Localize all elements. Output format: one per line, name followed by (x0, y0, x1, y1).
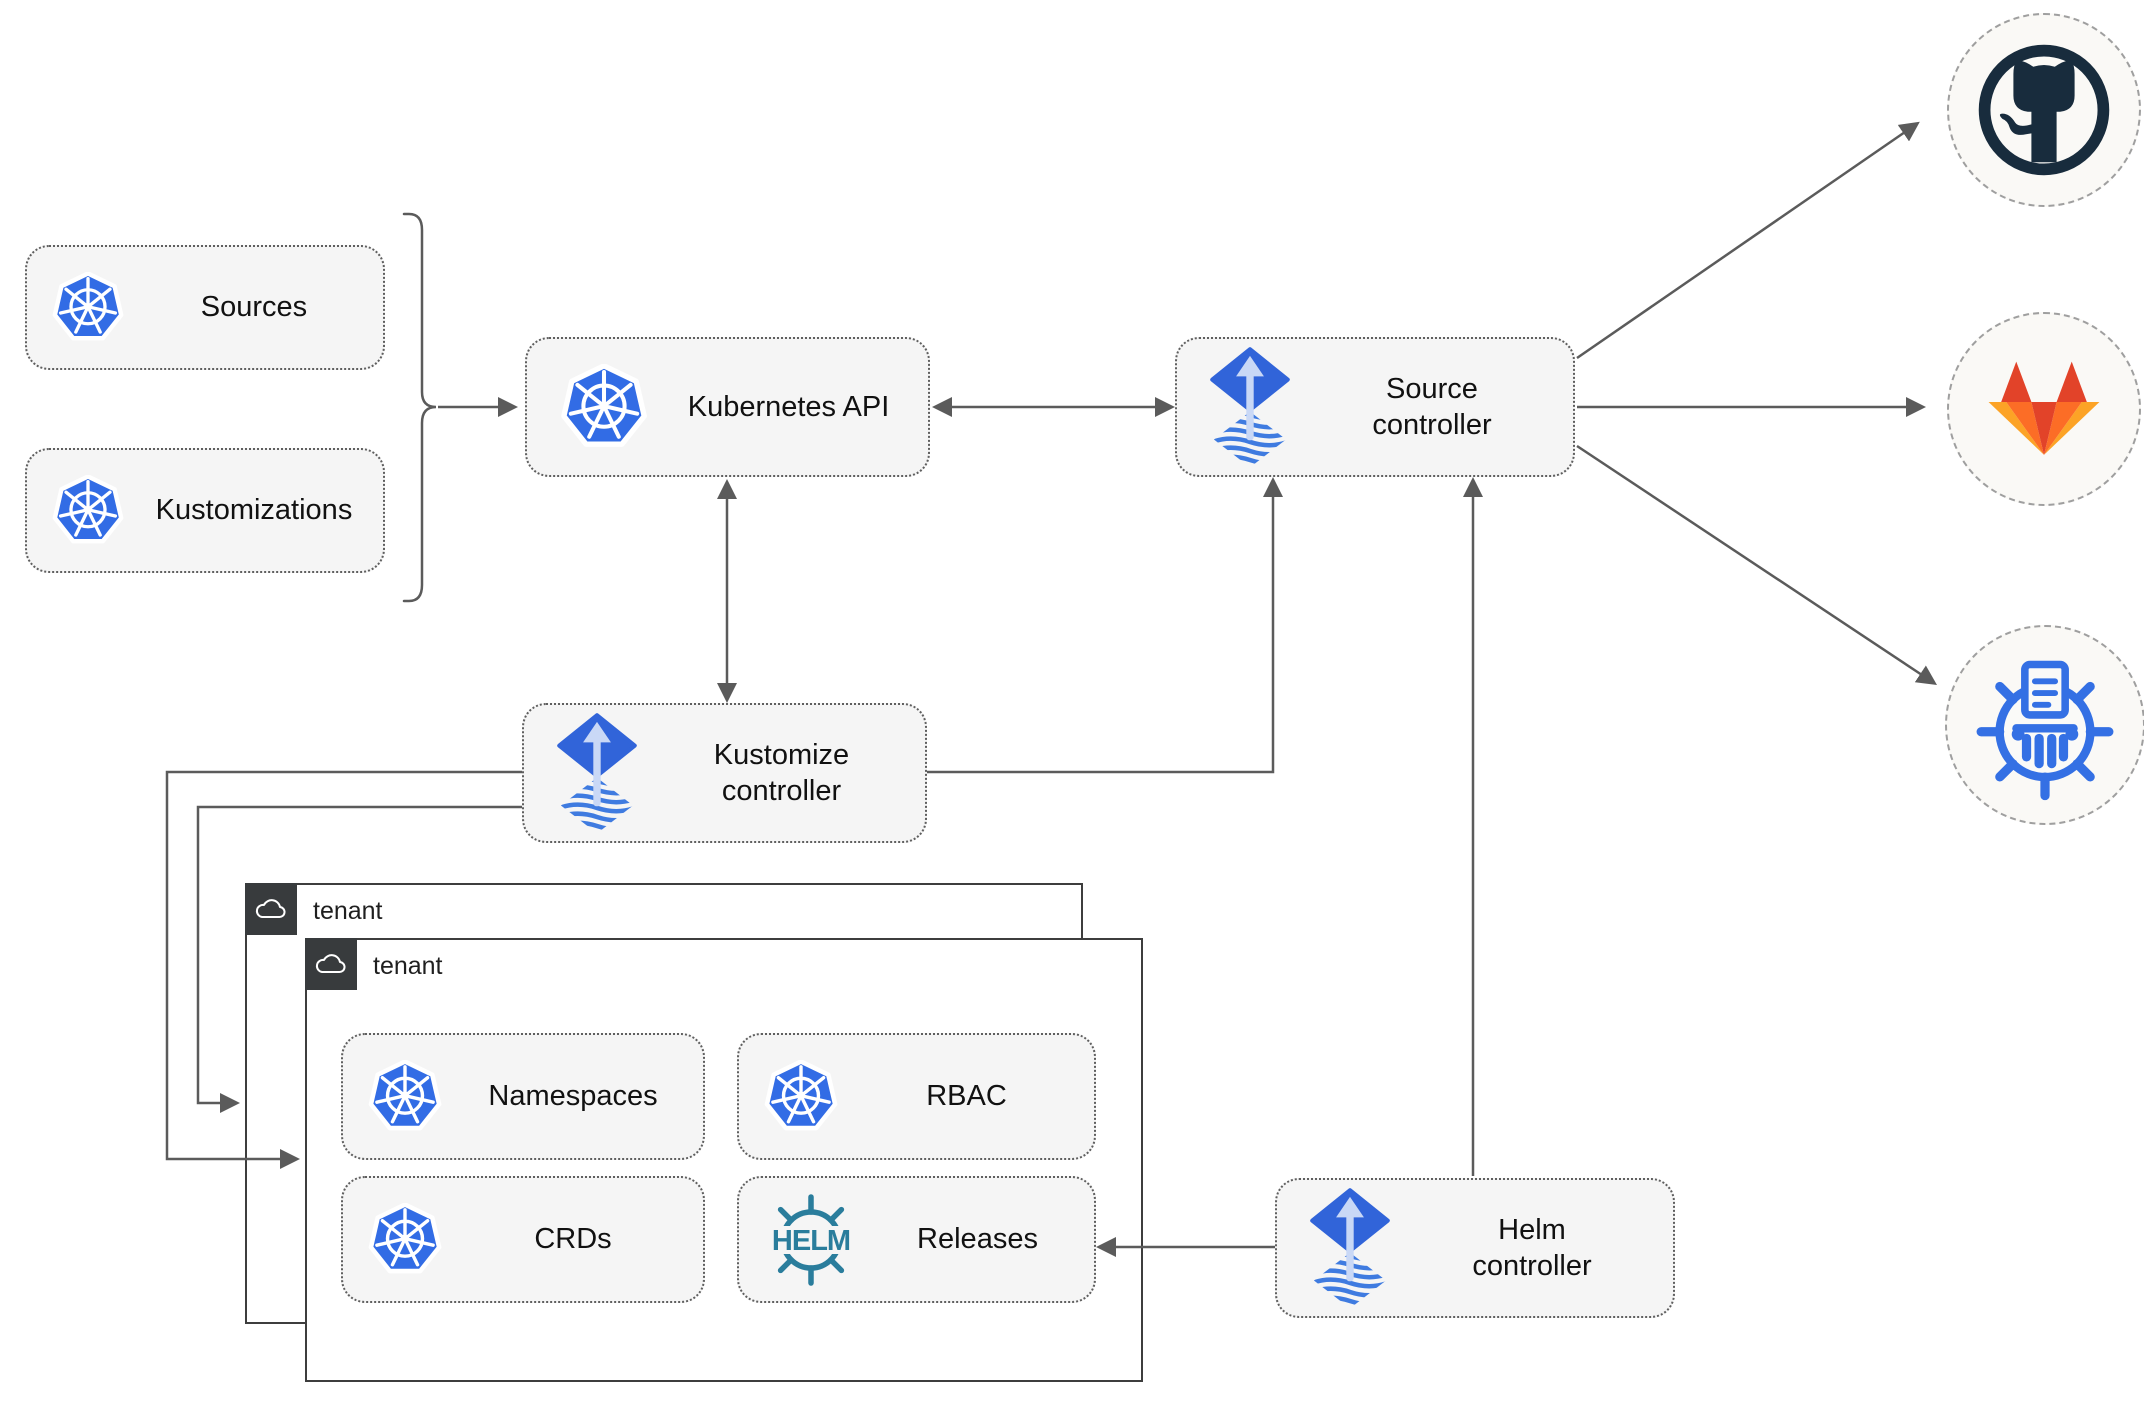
kubernetes-icon (559, 364, 649, 450)
node-namespaces: Namespaces (341, 1033, 705, 1160)
edge-source-bucket (1576, 444, 1937, 685)
github-icon (1954, 20, 2134, 200)
node-releases-label: Releases (917, 1223, 1038, 1256)
kubernetes-icon (51, 272, 125, 343)
tenant-group-front: tenant (305, 938, 1143, 1382)
helm-logo-text: HELM (772, 1225, 850, 1257)
tenant-front-label: tenant (373, 951, 443, 980)
node-kubernetes-api: Kubernetes API (525, 337, 930, 477)
node-rbac: RBAC (737, 1033, 1096, 1160)
gitlab-endpoint (1947, 312, 2141, 506)
node-kustomize-controller-label: Kustomize controller (713, 738, 850, 807)
node-releases: HELM Releases (737, 1176, 1096, 1303)
node-helm-controller: Helm controller (1275, 1178, 1675, 1318)
node-rbac-label: RBAC (926, 1080, 1007, 1113)
node-helm-controller-label: Helm controller (1472, 1213, 1592, 1282)
tenant-front-header (305, 938, 357, 990)
node-sources-label: Sources (200, 291, 308, 324)
github-endpoint (1947, 13, 2141, 207)
node-kustomizations: Kustomizations (25, 448, 385, 573)
tenant-back-header (245, 883, 297, 935)
cloud-icon (314, 952, 348, 976)
flux-icon (1309, 1187, 1391, 1310)
edge-source-github (1576, 121, 1920, 360)
gitlab-icon (1981, 354, 2107, 465)
bucket-registry-icon (1961, 641, 2129, 809)
node-sources: Sources (25, 245, 385, 370)
helm-icon: HELM (761, 1190, 861, 1290)
node-crds: CRDs (341, 1176, 705, 1303)
node-kustomize-controller: Kustomize controller (522, 703, 927, 843)
node-crds-label: CRDs (534, 1223, 612, 1256)
kubernetes-icon (51, 475, 125, 546)
node-source-controller-label: Source controller (1372, 372, 1492, 441)
flux-icon (1209, 346, 1291, 469)
edge-kustomize-source (927, 477, 1283, 774)
kubernetes-icon (367, 1060, 443, 1133)
brace-sources-group (402, 212, 437, 603)
kubernetes-icon (763, 1060, 839, 1133)
kubernetes-icon (367, 1203, 443, 1276)
node-kustomizations-label: Kustomizations (155, 494, 353, 527)
flux-icon (556, 712, 638, 835)
node-source-controller: Source controller (1175, 337, 1575, 477)
bucket-endpoint (1945, 625, 2144, 825)
cloud-icon (254, 897, 288, 921)
node-kubernetes-api-label: Kubernetes API (687, 390, 890, 423)
tenant-back-label: tenant (313, 896, 383, 925)
node-namespaces-label: Namespaces (488, 1080, 658, 1113)
